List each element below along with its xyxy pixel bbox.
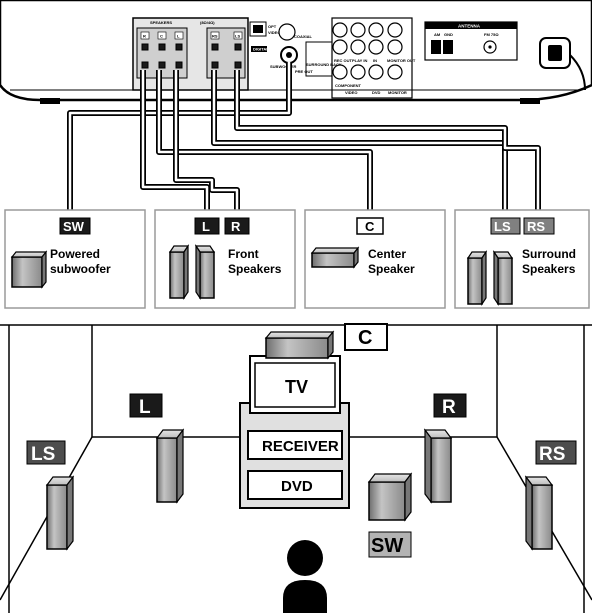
tv-label: TV xyxy=(285,377,308,397)
front-name-line1: Front xyxy=(228,247,259,261)
digital-in-label: DIGITAL IN xyxy=(253,47,274,52)
sw-tag-box xyxy=(59,217,91,235)
room-right-tag: R xyxy=(442,397,456,418)
center-tag: C xyxy=(365,219,375,234)
antenna-block: ANTENNA AM GND FM 75Ω xyxy=(424,21,518,61)
center-speaker-group: C Center Speaker xyxy=(310,217,415,276)
subwoofer-icon xyxy=(10,250,48,289)
rec-out-label: REC OUT xyxy=(334,58,353,63)
room-right-tag-box xyxy=(433,393,467,418)
front-r-tag: R xyxy=(231,219,241,234)
surround-rs-tag: RS xyxy=(527,219,545,234)
receiver-box xyxy=(247,430,343,460)
center-tag-box xyxy=(356,217,384,235)
component-label: COMPONENT xyxy=(335,83,362,88)
listener-person-icon xyxy=(283,540,327,613)
receiver-label: RECEIVER xyxy=(262,438,339,455)
speakers-impedance: (8Ω/4Ω) xyxy=(200,20,215,25)
gnd-label: GND xyxy=(444,32,453,37)
coaxial-label: COAXIAL xyxy=(294,34,313,39)
room-sw-tag: SW xyxy=(371,535,403,557)
surround-rs-tag-box xyxy=(523,217,555,235)
room-front-right-speaker xyxy=(423,428,453,504)
room-surround-left-speaker xyxy=(45,475,75,551)
room-center-tag-box xyxy=(344,323,388,351)
play-in-label: PLAY IN xyxy=(352,58,367,63)
room-sw-tag-box xyxy=(368,531,412,558)
room-front-left-speaker xyxy=(155,428,185,504)
digital-input-block: OPT VIDEO COAXIAL DIGITAL IN SUBWOOFER P… xyxy=(249,21,342,77)
dvd-box xyxy=(247,470,343,500)
room-ls-tag: LS xyxy=(31,444,55,465)
front-l-tag-box xyxy=(194,217,220,235)
room-center-speaker xyxy=(264,330,335,360)
front-speakers-group: L R Front Speakers xyxy=(168,217,282,300)
receiver-rear-panel: SPEAKERS (8Ω/4Ω) R C L RS LS xyxy=(0,0,592,104)
front-name-line2: Speakers xyxy=(228,262,282,276)
room-view xyxy=(0,324,592,613)
speakers-header: SPEAKERS xyxy=(150,20,172,25)
monitor-section-label: MONITOR xyxy=(388,90,407,95)
front-r-tag-box xyxy=(224,217,250,235)
room-left-tag: L xyxy=(139,397,151,418)
video-section-label: VIDEO xyxy=(345,90,357,95)
tv-unit: TV xyxy=(249,355,341,414)
center-name-line2: Speaker xyxy=(368,262,415,276)
room-center-tag: C xyxy=(358,327,372,349)
terminal-label-c: C xyxy=(160,34,163,39)
surround-speakers-group: LS RS Surround Speakers xyxy=(466,217,576,306)
speaker-cables xyxy=(67,62,541,210)
front-l-tag: L xyxy=(202,219,210,234)
room-rs-tag-box xyxy=(535,440,577,465)
front-left-speaker-icon xyxy=(168,244,190,300)
terminal-label-l: L xyxy=(177,34,180,39)
sw-tag: SW xyxy=(63,219,85,234)
opt-label: OPT xyxy=(268,24,277,29)
front-right-speaker-icon xyxy=(194,244,216,300)
subwoofer-name-line1: Powered xyxy=(50,247,100,261)
dvd-section-label: DVD xyxy=(372,90,381,95)
room-surround-right-speaker xyxy=(524,475,554,551)
subwoofer-name-line2: subwoofer xyxy=(50,262,111,276)
am-label: AM xyxy=(434,32,441,37)
speaker-terminal-block: SPEAKERS (8Ω/4Ω) R C L RS LS xyxy=(132,17,249,91)
surround-name-line2: Speakers xyxy=(522,262,576,276)
in-label: IN xyxy=(373,58,377,63)
fm-label: FM 75Ω xyxy=(484,32,499,37)
room-rs-tag: RS xyxy=(539,444,565,465)
subwoofer-group: SW Powered subwoofer xyxy=(10,217,111,289)
surround-ls-tag: LS xyxy=(494,219,511,234)
pre-out-label: PRE OUT xyxy=(295,69,313,74)
subwoofer-label: SUBWOOFER xyxy=(270,64,297,69)
center-name-line1: Center xyxy=(368,247,406,261)
terminal-label-ls: LS xyxy=(235,34,240,39)
power-cord-socket xyxy=(539,37,586,91)
room-subwoofer xyxy=(367,472,413,522)
video-jack-matrix xyxy=(331,17,413,99)
surround-name-line1: Surround xyxy=(522,247,576,261)
monitor-out-label: MONITOR OUT xyxy=(387,58,416,63)
surround-ls-tag-box xyxy=(490,217,521,235)
video-label: VIDEO xyxy=(268,30,280,35)
antenna-label: ANTENNA xyxy=(458,24,481,29)
room-ls-tag-box xyxy=(26,440,66,465)
surround-left-speaker-icon xyxy=(466,250,488,306)
center-speaker-icon xyxy=(310,246,360,269)
terminal-label-r: R xyxy=(143,34,146,39)
room-left-tag-box xyxy=(129,393,163,418)
surround-right-speaker-icon xyxy=(492,250,514,306)
terminal-label-rs: RS xyxy=(212,34,218,39)
dvd-label: DVD xyxy=(281,478,313,495)
surround-back-label: SURROUND BACK xyxy=(306,62,342,67)
tv-cabinet: RECEIVER DVD xyxy=(239,402,350,509)
